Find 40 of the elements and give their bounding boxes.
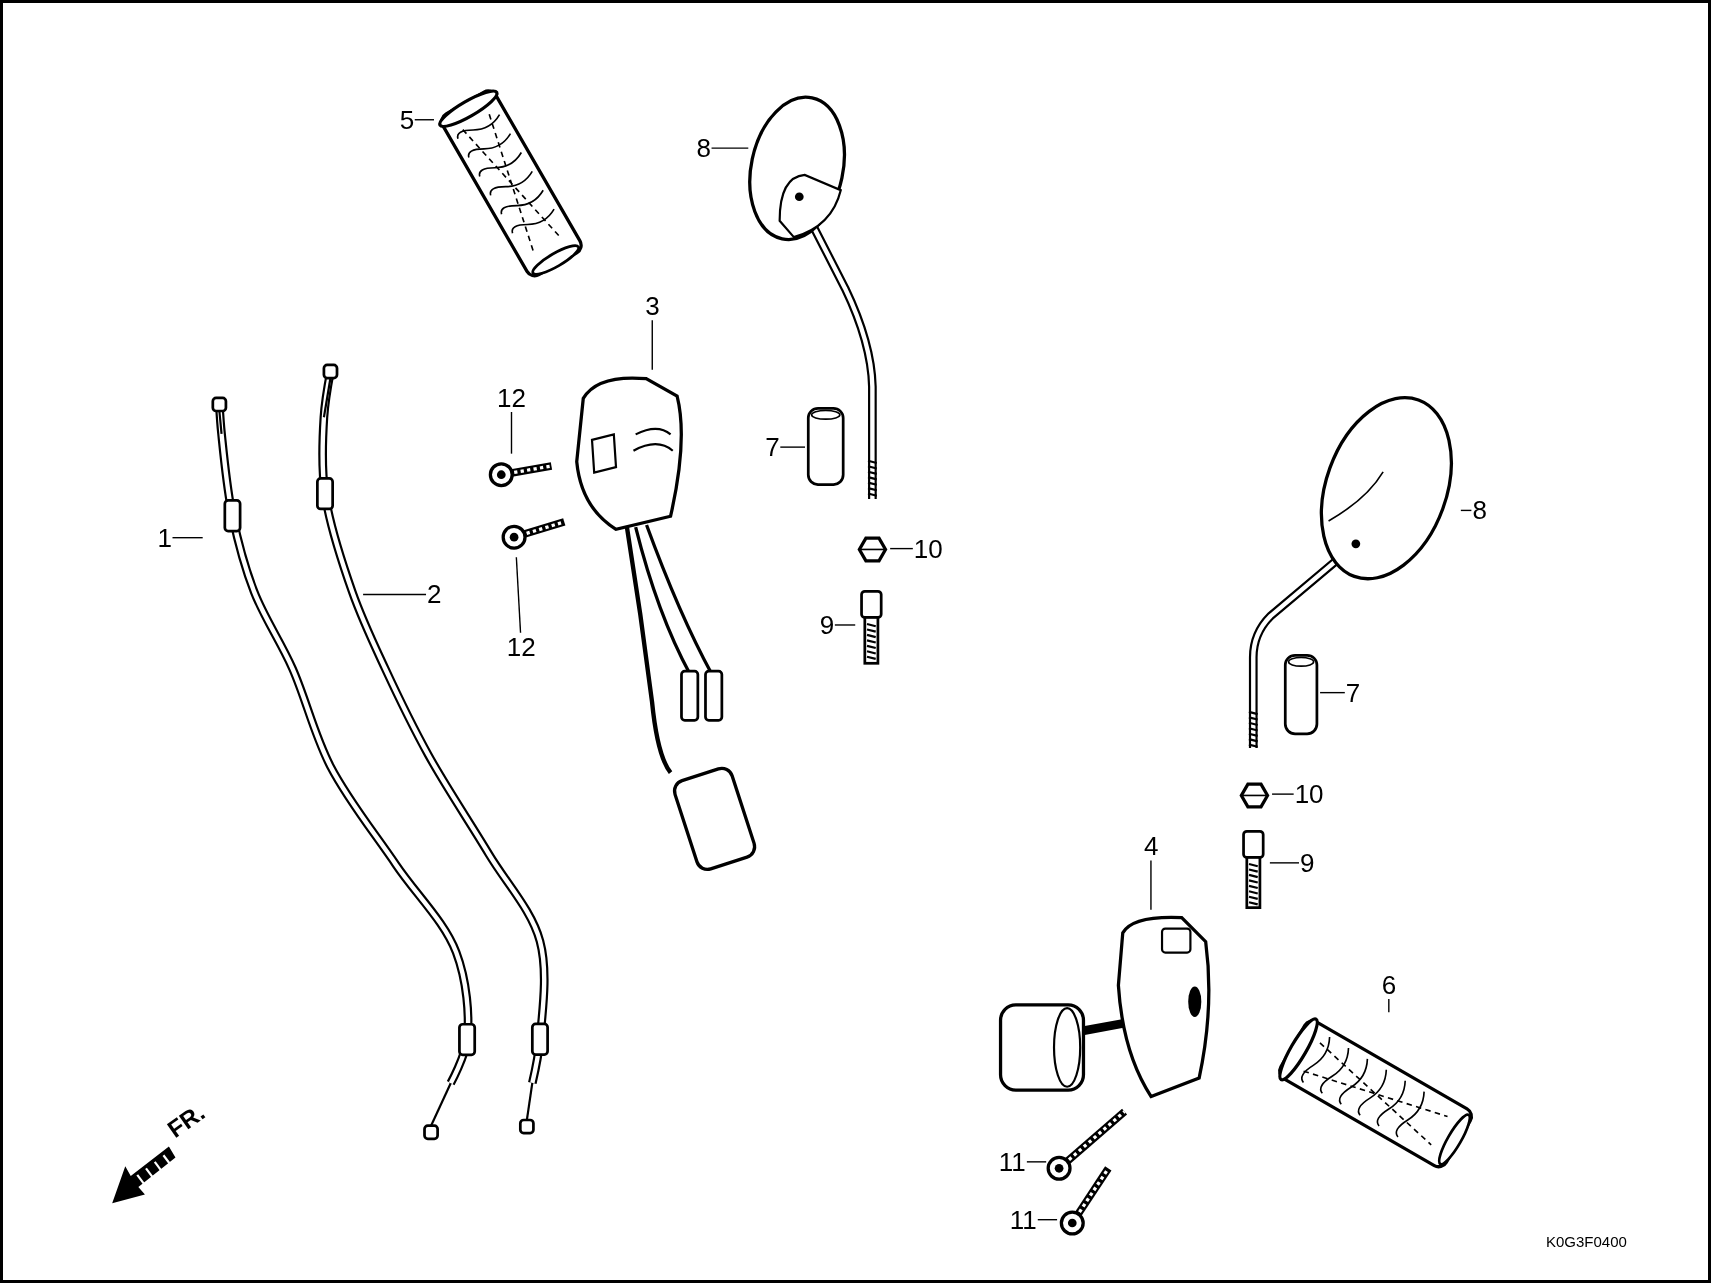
leader-line (1037, 1219, 1058, 1221)
leader-line (710, 147, 749, 149)
leader-line (515, 556, 522, 634)
leader-line (1271, 793, 1295, 795)
end-cap-drawing (805, 404, 847, 487)
leader-line (510, 411, 513, 455)
leader-line (1319, 691, 1346, 694)
callout-number: 10 (912, 534, 944, 563)
callout-number: 12 (496, 384, 527, 412)
callout-number: 3 (644, 292, 661, 321)
leader-line (889, 547, 914, 550)
leader-line (1026, 1161, 1047, 1163)
callout-number: 8 (1471, 496, 1488, 525)
leader-line (414, 119, 435, 121)
leader-line (1460, 509, 1473, 512)
leader-line (1150, 859, 1152, 911)
end-cap-drawing (1281, 652, 1321, 738)
diagram-code: K0G3F0400 (1545, 1232, 1627, 1250)
leader-line (779, 446, 806, 448)
callout-number: 12 (505, 632, 537, 661)
leader-line (362, 593, 427, 596)
callout-number: 11 (1008, 1205, 1038, 1234)
callout-number: 10 (1293, 780, 1325, 809)
callout-number: 4 (1142, 832, 1160, 861)
direction-label: FR. (162, 1098, 210, 1144)
leader-line (834, 624, 856, 626)
callout-number: 9 (818, 610, 836, 639)
callout-number: 9 (1298, 848, 1316, 877)
callout-number: 2 (426, 580, 443, 609)
leader-line (171, 537, 204, 539)
leader-line (651, 319, 653, 371)
callout-number: 6 (1380, 971, 1398, 1000)
callout-number: 7 (764, 433, 781, 462)
callout-number: 8 (695, 134, 712, 163)
callout-number: 7 (1344, 678, 1362, 707)
callout-number: 5 (398, 105, 416, 134)
callout-number: 11 (997, 1147, 1027, 1176)
leader-line (1269, 862, 1300, 864)
leader-line (1388, 998, 1390, 1014)
callout-number: 1 (156, 523, 173, 552)
